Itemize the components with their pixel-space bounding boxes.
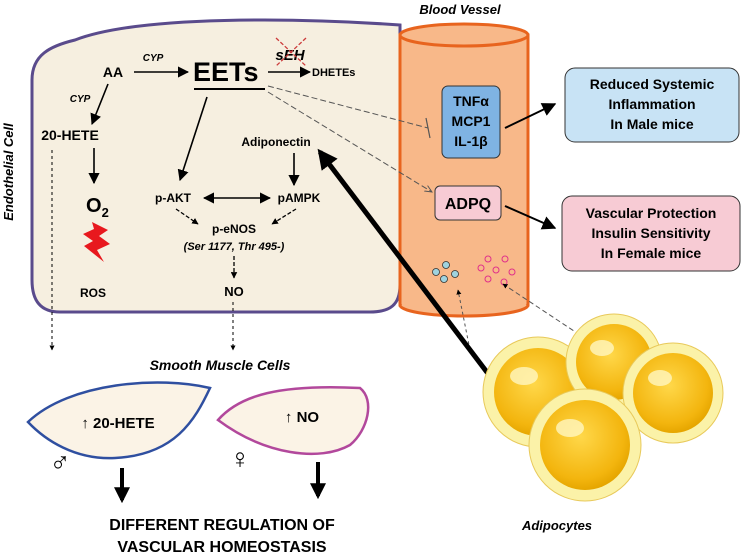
- inhibition-bar: [425, 117, 431, 139]
- dhetes-label: DHETEs: [312, 67, 355, 79]
- aa-label: AA: [103, 64, 123, 80]
- adiponectin-label: Adiponectin: [241, 135, 310, 149]
- adpq-to-outcome-arrow: [504, 205, 557, 230]
- female-outcome-box: [561, 195, 741, 272]
- female-outcome-line1: Vascular Protection: [586, 205, 717, 221]
- cytokine-box: [441, 85, 501, 159]
- blood-vessel-label: Blood Vessel: [419, 2, 501, 17]
- male-outcome-line3: In Male mice: [610, 116, 693, 132]
- female-cell-label: ↑ NO: [285, 409, 320, 426]
- smooth-muscle-label: Smooth Muscle Cells: [150, 357, 291, 373]
- female-outcome-line2: Insulin Sensitivity: [591, 225, 710, 241]
- adpq-label: ADPQ: [445, 196, 491, 213]
- endothelial-cell: [30, 18, 402, 314]
- pampk-label: pAMPK: [278, 191, 321, 205]
- male-smooth-muscle-cell: [26, 381, 212, 460]
- cyp-left-label: CYP: [70, 94, 91, 105]
- endothelial-cell-label: Endothelial Cell: [1, 123, 16, 221]
- aa-to-20hete-arrow: [90, 83, 109, 126]
- adipocyte-to-female-particles-arrow: [502, 283, 581, 336]
- adipocytes-to-adiponectin-arrow: [317, 148, 510, 402]
- male-particles: [432, 261, 459, 283]
- pampk-to-penos-arrow: [271, 208, 297, 225]
- seh-label: sEH: [275, 47, 305, 64]
- cyp-top-label: CYP: [143, 53, 164, 64]
- penos-sites-label: (Ser 1177, Thr 495-): [184, 241, 285, 253]
- female-outcome-line3: In Female mice: [601, 245, 702, 261]
- male-outcome-line2: Inflammation: [608, 96, 695, 112]
- female-smooth-muscle-cell: [216, 385, 370, 456]
- male-outcome-box: [564, 67, 740, 143]
- male-outcome-line1: Reduced Systemic: [590, 76, 715, 92]
- eets-inhibits-cytokines-line: [267, 85, 429, 129]
- no-label: NO: [224, 284, 244, 299]
- mcp1-label: MCP1: [452, 113, 491, 129]
- ros-label: ROS: [80, 286, 106, 300]
- hete20-label: 20-HETE: [41, 127, 99, 143]
- male-cell-label: ↑ 20-HETE: [81, 415, 154, 432]
- eets-to-pakt-arrow: [177, 96, 208, 182]
- adipocytes-label: Adipocytes: [521, 518, 592, 533]
- tnfa-label: TNFα: [453, 93, 489, 109]
- bottom-line2: VASCULAR HOMEOSTASIS: [117, 539, 327, 556]
- cytokines-to-outcome-arrow: [504, 103, 557, 129]
- seh-inhibited-cross: [275, 37, 307, 67]
- female-symbol: ♀: [230, 443, 251, 474]
- o2-label: O2: [86, 195, 109, 220]
- il1b-label: IL-1β: [454, 133, 488, 149]
- adipocyte-cluster: [482, 313, 724, 502]
- adipocyte-to-male-particles-arrow: [456, 289, 471, 351]
- lightning-icon: [83, 222, 110, 262]
- pakt-label: p-AKT: [155, 191, 192, 205]
- male-symbol: ♂: [50, 447, 71, 478]
- penos-label: p-eNOS: [212, 222, 256, 236]
- female-particles: [477, 255, 516, 286]
- eets-label: EETs: [193, 57, 259, 87]
- pakt-to-penos-arrow: [175, 208, 199, 225]
- eets-to-adpq-arrow: [267, 91, 432, 192]
- bottom-line1: DIFFERENT REGULATION OF: [109, 517, 335, 534]
- adpq-box: [434, 185, 502, 221]
